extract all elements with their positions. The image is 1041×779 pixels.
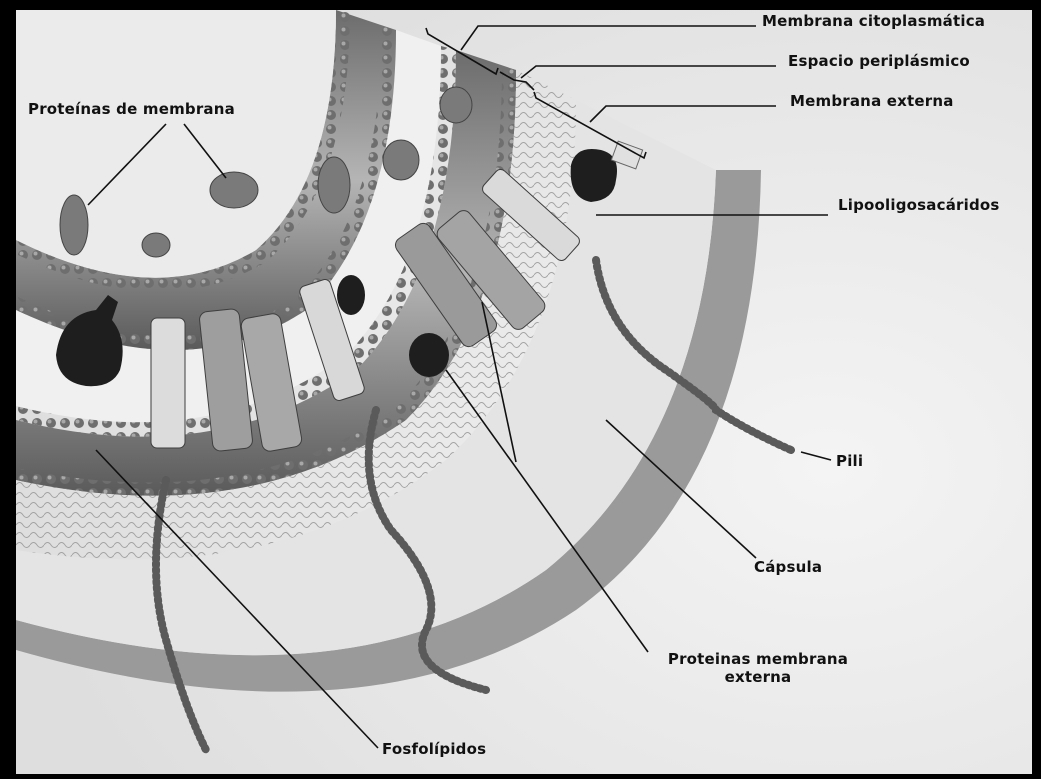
- label-membrana-externa: Membrana externa: [790, 92, 954, 110]
- label-fosfolipidos: Fosfolípidos: [382, 740, 486, 758]
- bacterial-envelope-illustration: [16, 10, 1032, 774]
- label-proteinas-membrana-externa: Proteinas membrana externa: [648, 650, 868, 686]
- label-pili: Pili: [836, 452, 863, 470]
- diagram-canvas: Membrana citoplasmática Espacio periplás…: [16, 10, 1032, 774]
- label-proteinas-membrana-externa-line1: Proteinas membrana: [648, 650, 868, 668]
- label-proteinas-membrana-externa-line2: externa: [648, 668, 868, 686]
- label-capsula: Cápsula: [754, 558, 822, 576]
- label-membrana-citoplasmatica: Membrana citoplasmática: [762, 12, 985, 30]
- label-espacio-periplasmico: Espacio periplásmico: [788, 52, 970, 70]
- label-proteinas-de-membrana: Proteínas de membrana: [28, 100, 235, 118]
- label-lipooligosacaridos: Lipooligosacáridos: [838, 196, 1000, 214]
